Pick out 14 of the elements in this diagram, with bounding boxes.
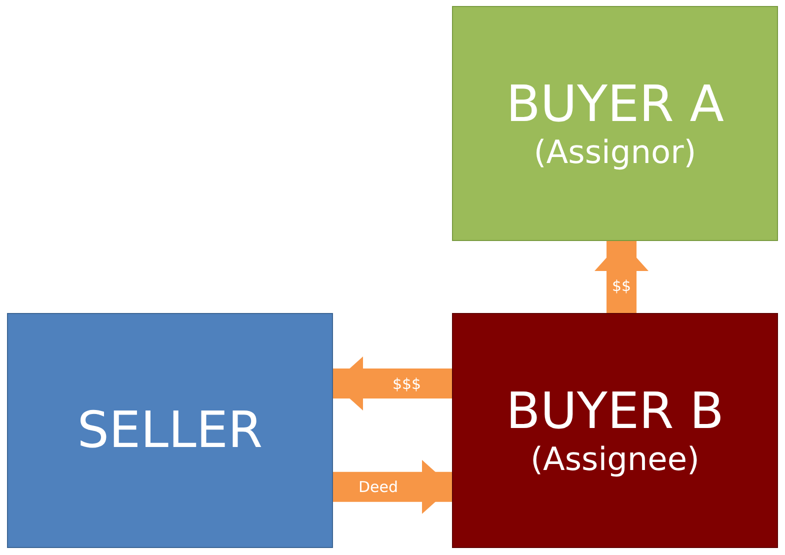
box-title: SELLER (77, 402, 263, 460)
box-title: BUYER A (506, 76, 724, 134)
box-subtitle: (Assignor) (534, 133, 696, 172)
process-box (452, 313, 778, 548)
box-subtitle: (Assignee) (530, 440, 700, 478)
block-arrow (594, 241, 649, 313)
process-box (452, 6, 778, 241)
block-arrow (333, 356, 452, 410)
box-title: BUYER B (506, 382, 724, 440)
block-arrow (333, 460, 452, 514)
edge-label: Deed (358, 478, 398, 496)
edge-label: $$ (612, 276, 632, 295)
process-box (7, 313, 333, 548)
edge-label: $$$ (392, 374, 422, 392)
